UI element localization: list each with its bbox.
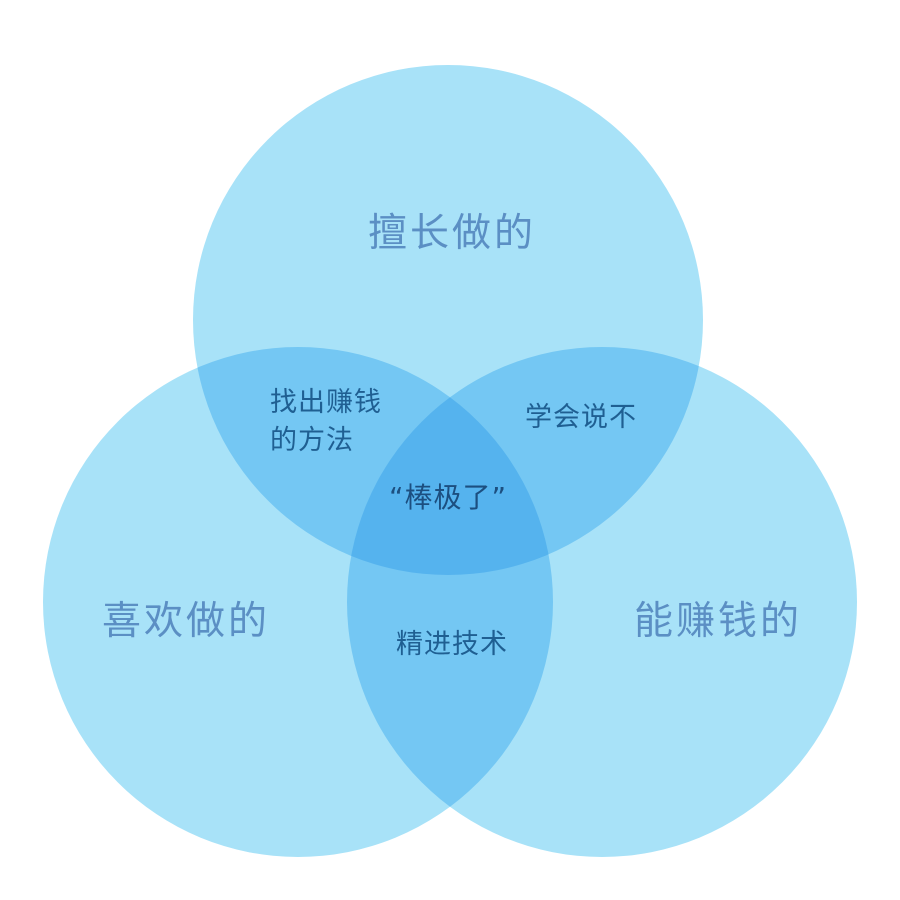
overlap-all [347,347,553,575]
label-overlap-top-left: 找出赚钱 的方法 [270,384,382,460]
label-left-circle: 喜欢做的 [101,599,271,644]
label-overlap-top-left-line2: 的方法 [270,425,354,456]
label-overlap-left-right: 精进技术 [396,629,508,660]
label-overlap-all: “棒极了” [388,481,508,514]
label-top-circle: 擅长做的 [367,211,537,256]
label-overlap-top-left-line1: 找出赚钱 [270,387,382,418]
label-overlap-top-right: 学会说不 [525,402,637,433]
label-right-circle: 能赚钱的 [633,599,803,644]
